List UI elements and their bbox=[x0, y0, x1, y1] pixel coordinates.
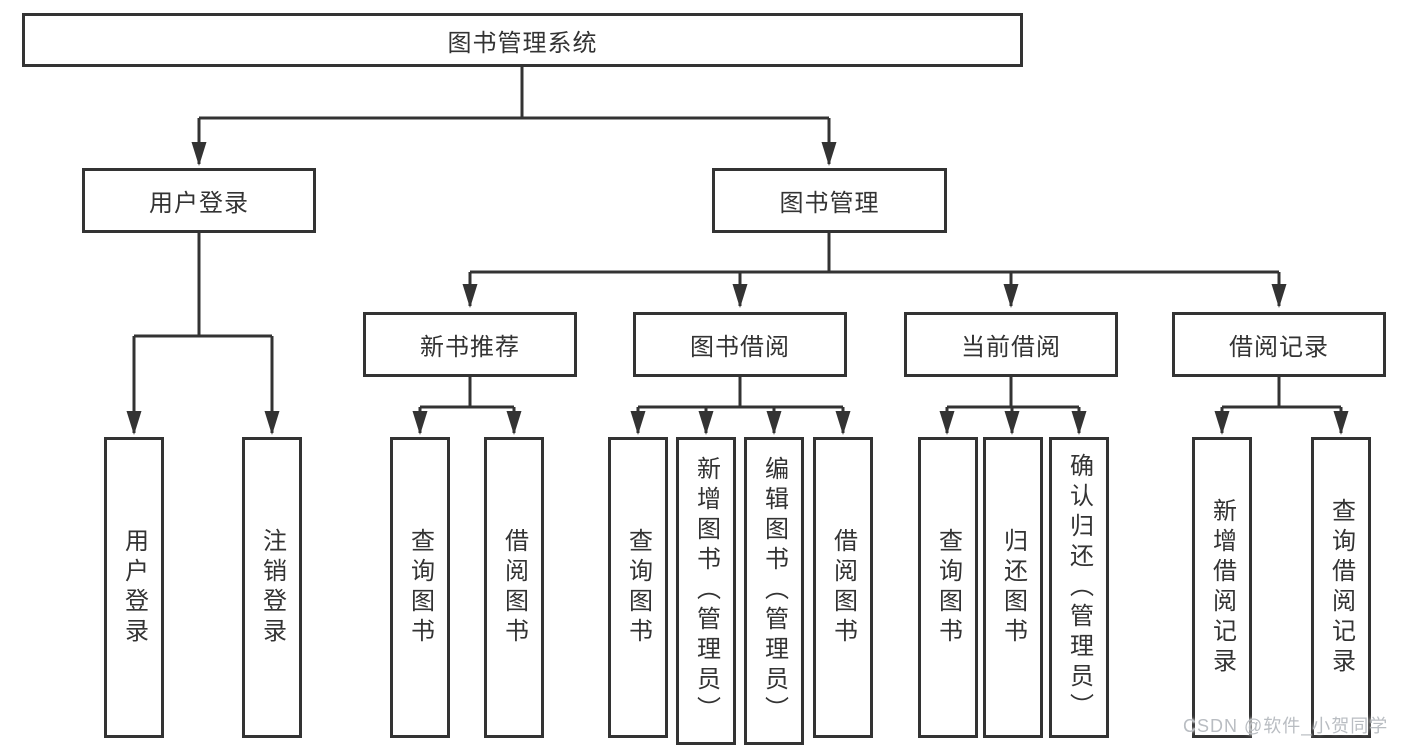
leaf-edit-books-admin: 编辑图书（管理员） bbox=[744, 437, 804, 745]
leaf-label: 查询借阅记录 bbox=[1327, 497, 1355, 678]
leaf-return-books: 归还图书 bbox=[983, 437, 1043, 738]
leaf-confirm-return-admin: 确认归还（管理员） bbox=[1049, 437, 1109, 738]
node-book-management: 图书管理 bbox=[712, 168, 947, 233]
leaf-label: 新增图书（管理员） bbox=[692, 456, 720, 726]
leaf-label: 编辑图书（管理员） bbox=[760, 456, 788, 726]
leaf-user-login: 用户登录 bbox=[104, 437, 164, 738]
leaf-label: 归还图书 bbox=[999, 527, 1027, 648]
node-borrow-records: 借阅记录 bbox=[1172, 312, 1386, 377]
leaf-label: 查询图书 bbox=[624, 527, 652, 648]
leaf-label: 新增借阅记录 bbox=[1208, 497, 1236, 678]
node-new-book-recommend: 新书推荐 bbox=[363, 312, 577, 377]
leaf-label: 借阅图书 bbox=[500, 527, 528, 648]
leaf-query-books-current: 查询图书 bbox=[918, 437, 978, 738]
csdn-watermark: CSDN @软件_小贺同学 bbox=[1183, 716, 1389, 736]
leaf-label: 确认归还（管理员） bbox=[1065, 452, 1093, 723]
leaf-query-books-recommend: 查询图书 bbox=[390, 437, 450, 738]
leaf-label: 查询图书 bbox=[934, 527, 962, 648]
node-book-borrow: 图书借阅 bbox=[633, 312, 847, 377]
leaf-label: 查询图书 bbox=[406, 527, 434, 648]
leaf-label: 借阅图书 bbox=[829, 527, 857, 648]
node-library-system: 图书管理系统 bbox=[22, 13, 1023, 67]
leaf-logout: 注销登录 bbox=[242, 437, 302, 738]
leaf-label: 注销登录 bbox=[258, 527, 286, 648]
leaf-add-books-admin: 新增图书（管理员） bbox=[676, 437, 736, 745]
node-user-login: 用户登录 bbox=[82, 168, 316, 233]
leaf-borrow-books-borrow: 借阅图书 bbox=[813, 437, 873, 738]
leaf-query-books-borrow: 查询图书 bbox=[608, 437, 668, 738]
leaf-query-borrow-record: 查询借阅记录 bbox=[1311, 437, 1371, 738]
leaf-label: 用户登录 bbox=[120, 527, 148, 648]
leaf-add-borrow-record: 新增借阅记录 bbox=[1192, 437, 1252, 738]
node-current-borrow: 当前借阅 bbox=[904, 312, 1118, 377]
leaf-borrow-books-recommend: 借阅图书 bbox=[484, 437, 544, 738]
